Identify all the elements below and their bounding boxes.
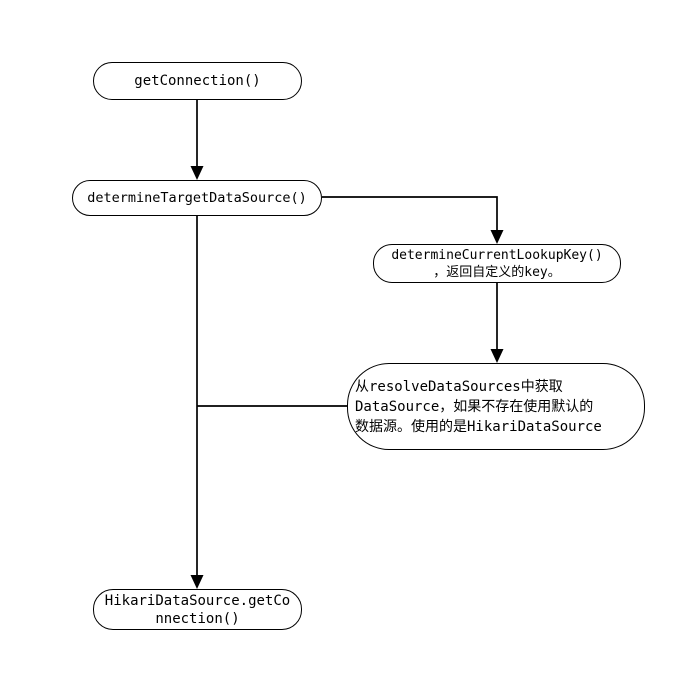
node-label: DataSource，如果不存在使用默认的 — [355, 398, 594, 415]
node-hikari-get-connection: HikariDataSource.getCo nnection() — [93, 589, 302, 630]
node-label: 数据源。使用的是HikariDataSource — [355, 418, 602, 435]
node-get-connection: getConnection() — [93, 62, 302, 100]
arrowhead-icon — [190, 575, 204, 589]
node-label: determineTargetDataSource() — [87, 190, 307, 206]
edge-determinetarget-to-lookupkey — [322, 196, 498, 230]
arrowhead-icon — [490, 349, 504, 363]
node-label: nnection() — [155, 610, 240, 627]
arrowhead-icon — [490, 230, 504, 244]
node-label: ，返回自定义的key。 — [433, 264, 561, 280]
node-label: getConnection() — [134, 73, 261, 89]
node-determine-target-data-source: determineTargetDataSource() — [72, 180, 322, 216]
node-label: HikariDataSource.getCo — [104, 592, 291, 609]
arrowhead-icon — [190, 166, 204, 180]
node-resolve-data-sources: 从resolveDataSources中获取 DataSource，如果不存在使… — [347, 363, 645, 450]
node-label: 从resolveDataSources中获取 — [355, 378, 563, 395]
node-determine-current-lookup-key: determineCurrentLookupKey() ，返回自定义的key。 — [373, 244, 621, 283]
node-label: determineCurrentLookupKey() — [391, 247, 603, 263]
